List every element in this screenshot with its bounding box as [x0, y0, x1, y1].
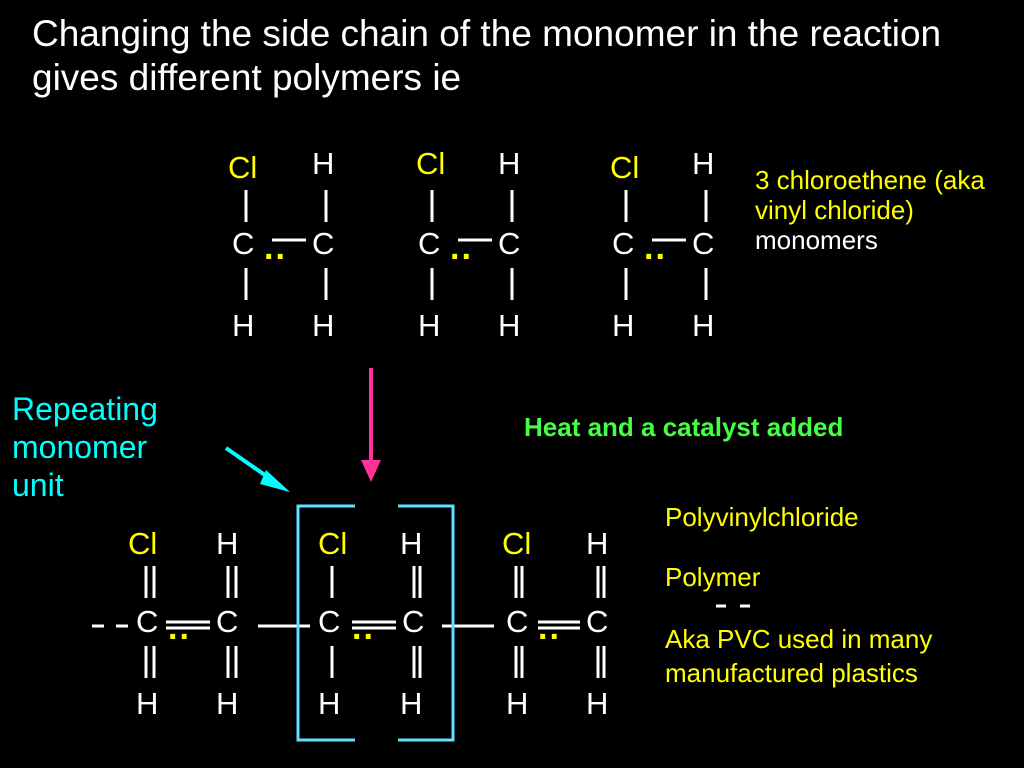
polymer-unit-3-bottom-right-hydrogen: H — [586, 686, 609, 721]
monomer-3-left-carbon: C — [612, 226, 635, 261]
slide-title: Changing the side chain of the monomer i… — [32, 13, 942, 98]
polymer-unit-2-right-carbon: C — [402, 604, 425, 639]
polymer-aka: Aka PVC used in many manufactured plasti… — [665, 624, 933, 688]
polymer-unit-2-chlorine: Cl — [318, 526, 348, 561]
polymer-unit-1-bottom-right-hydrogen: H — [216, 686, 239, 721]
monomer-1-bottom-right-hydrogen: H — [312, 308, 335, 343]
polymer-unit-3-bottom-left-hydrogen: H — [506, 686, 529, 721]
polymer-unit-2-top-hydrogen: H — [400, 526, 423, 561]
polymer-bonds — [92, 566, 750, 678]
monomer-bonds — [244, 190, 708, 300]
polymer-unit-1-top-hydrogen: H — [216, 526, 239, 561]
polymer-unit-3-right-carbon: C — [586, 604, 609, 639]
polymer-type: Polymer — [665, 562, 761, 592]
monomer-2-bottom-left-hydrogen: H — [418, 308, 441, 343]
polymer-unit-1-right-carbon: C — [216, 604, 239, 639]
polymer-unit-1-bottom-left-hydrogen: H — [136, 686, 159, 721]
polymer-unit-3-chlorine: Cl — [502, 526, 532, 561]
monomer-3-right-carbon: C — [692, 226, 715, 261]
polymer-unit-1-left-carbon: C — [136, 604, 159, 639]
polymer-unit-2-left-carbon: C — [318, 604, 341, 639]
monomer-2-chlorine: Cl — [416, 146, 446, 181]
repeating-unit-label: Repeating monomer unit — [12, 391, 158, 503]
monomer-3-top-hydrogen: H — [692, 146, 715, 181]
monomer-1-bottom-left-hydrogen: H — [232, 308, 255, 343]
polymer-unit-2-bottom-left-hydrogen: H — [318, 686, 341, 721]
monomer-description-type: monomers — [755, 225, 878, 255]
repeating-unit-pointer-arrow — [224, 446, 290, 492]
monomer-1-right-carbon: C — [312, 226, 335, 261]
monomer-description-name: 3 chloroethene (aka vinyl chloride) — [755, 165, 985, 225]
monomer-description: 3 chloroethene (aka vinyl chloride) mono… — [755, 165, 995, 255]
monomer-3-bottom-right-hydrogen: H — [692, 308, 715, 343]
polymer-unit-3-left-carbon: C — [506, 604, 529, 639]
monomer-2-right-carbon: C — [498, 226, 521, 261]
monomer-2-top-hydrogen: H — [498, 146, 521, 181]
repeating-unit-bracket — [296, 504, 455, 742]
monomer-2-bottom-right-hydrogen: H — [498, 308, 521, 343]
monomer-1-left-carbon: C — [232, 226, 255, 261]
monomer-3-bottom-left-hydrogen: H — [612, 308, 635, 343]
polymer-unit-3-top-hydrogen: H — [586, 526, 609, 561]
polymer-unit-1-chlorine: Cl — [128, 526, 158, 561]
monomer-1-top-hydrogen: H — [312, 146, 335, 181]
reaction-arrow — [361, 368, 381, 482]
polymer-name: Polyvinylchloride — [665, 502, 859, 532]
monomer-3-chlorine: Cl — [610, 150, 640, 185]
process-label: Heat and a catalyst added — [524, 412, 844, 442]
monomer-1-chlorine: Cl — [228, 150, 258, 185]
polymer-unit-2-bottom-right-hydrogen: H — [400, 686, 423, 721]
monomer-2-left-carbon: C — [418, 226, 441, 261]
